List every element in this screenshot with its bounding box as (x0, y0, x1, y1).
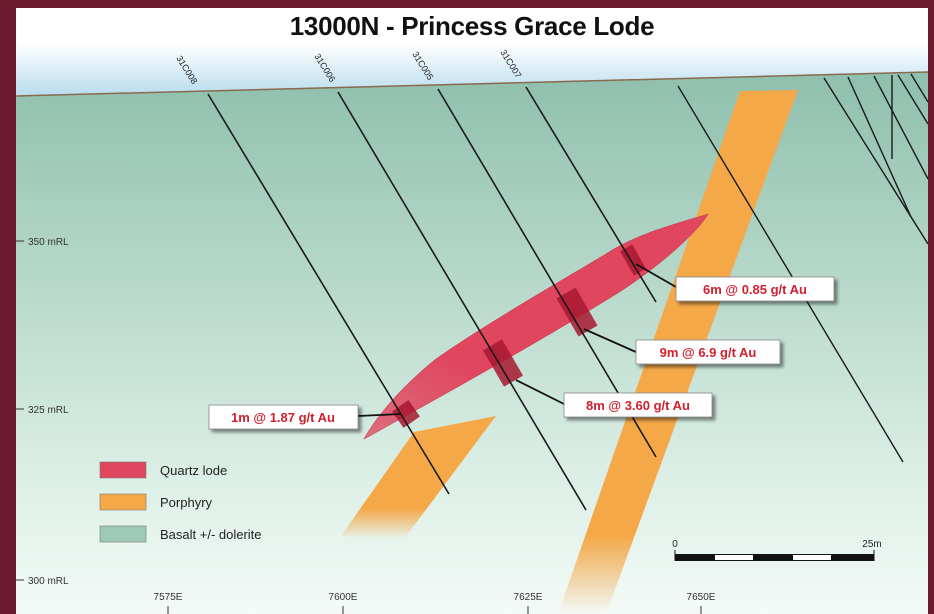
drillhole-31c008 (207, 93, 450, 495)
rl-label-350: 350 mRL (28, 237, 69, 248)
callout-1-text: 6m @ 0.85 g/t Au (703, 282, 807, 297)
legend-swatch-basalt (99, 525, 147, 543)
callout-3-text: 8m @ 3.60 g/t Au (586, 398, 690, 413)
callout-2 (635, 339, 781, 365)
drillhole-31c007 (525, 86, 657, 303)
scale-bar (674, 550, 875, 561)
easting-label-7575: 7575E (154, 592, 183, 603)
figure-title: 13000N - Princess Grace Lode (289, 10, 655, 41)
cross-section: 31C008 31C006 31C005 31C007 350 mRL 325 … (16, 44, 928, 614)
intercept-mark-2 (556, 287, 598, 337)
callout-4-text: 1m @ 1.87 g/t Au (231, 410, 335, 425)
callout-4 (208, 404, 359, 430)
legend-swatch-quartz (99, 461, 147, 479)
other-drillholes (677, 73, 928, 463)
easting-label-7650: 7650E (687, 592, 716, 603)
title-bar: 13000N - Princess Grace Lode (16, 8, 928, 44)
legend-label-basalt: Basalt +/- dolerite (160, 527, 262, 542)
quartz-lode (363, 213, 709, 440)
callout-2-text: 9m @ 6.9 g/t Au (660, 345, 757, 360)
intercept-mark-3 (482, 339, 524, 387)
easting-axis (167, 606, 702, 614)
porphyry-dyke-left (341, 416, 496, 539)
rl-label-300: 300 mRL (28, 576, 69, 587)
drillholes (207, 86, 657, 511)
drillhole-31c006 (337, 91, 587, 511)
rl-label-325: 325 mRL (28, 405, 69, 416)
legend-swatch-porphyry (99, 493, 147, 511)
easting-label-7600: 7600E (329, 592, 358, 603)
surface-line (16, 71, 928, 97)
easting-label-7625: 7625E (514, 592, 543, 603)
intercept-mark-4 (392, 400, 420, 428)
callout-1 (675, 276, 835, 302)
rl-axis (16, 240, 24, 581)
callout-leaders (357, 263, 677, 417)
legend-label-quartz: Quartz lode (160, 463, 227, 478)
scale-bar-start-label: 0 (672, 539, 678, 550)
scale-bar-end-label: 25m (862, 539, 881, 550)
legend-label-porphyry: Porphyry (160, 495, 213, 510)
legend: Quartz lode Porphyry Basalt +/- dolerite (99, 461, 262, 543)
callout-3 (563, 392, 713, 418)
